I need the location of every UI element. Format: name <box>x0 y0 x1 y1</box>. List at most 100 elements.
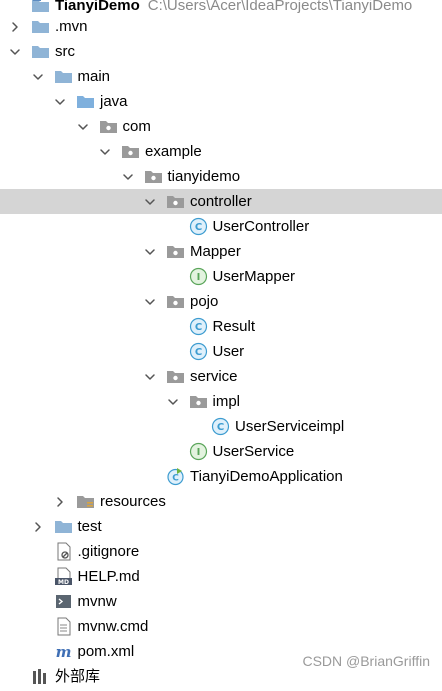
chevron-right-icon[interactable] <box>54 495 66 507</box>
tree-item-label: UserController <box>212 218 310 235</box>
tree-item-label: .gitignore <box>77 543 140 560</box>
tree-item-userserviceimpl[interactable]: C UserServiceimpl <box>0 414 442 439</box>
tree-item-label: mvnw <box>77 593 117 610</box>
chevron-down-icon[interactable] <box>144 195 156 207</box>
package-icon <box>166 242 185 261</box>
module-folder-icon <box>31 0 50 15</box>
chevron-down-icon[interactable] <box>54 95 66 107</box>
tree-item-label: test <box>77 518 102 535</box>
folder-icon <box>31 17 50 36</box>
chevron-down-icon[interactable] <box>167 395 179 407</box>
tree-item-label: main <box>77 68 111 85</box>
tree-item-impl[interactable]: impl <box>0 389 442 414</box>
tree-item-label: .mvn <box>55 18 88 35</box>
tree-item-label: 外部库 <box>55 668 101 685</box>
tree-item-label: service <box>190 368 238 385</box>
tree-item-label: UserServiceimpl <box>235 418 345 435</box>
chevron-down-icon[interactable] <box>99 145 111 157</box>
tree-item-label: pom.xml <box>77 643 135 660</box>
tree-item-label: TianyiDemoApplication <box>190 468 343 485</box>
svg-text:MD: MD <box>58 579 69 586</box>
resources-folder-icon <box>76 492 95 511</box>
maven-file-icon: m <box>54 642 73 661</box>
tree-item-mapper[interactable]: Mapper <box>0 239 442 264</box>
tree-item-user[interactable]: C User <box>0 339 442 364</box>
interface-icon: I <box>189 267 208 286</box>
markdown-file-icon: MD <box>54 567 73 586</box>
tree-item-label: impl <box>212 393 241 410</box>
tree-item-userservice[interactable]: I UserService <box>0 439 442 464</box>
tree-item-src[interactable]: src <box>0 39 442 64</box>
folder-icon <box>31 42 50 61</box>
tree-item-resources[interactable]: resources <box>0 489 442 514</box>
source-folder-icon <box>76 92 95 111</box>
chevron-down-icon[interactable] <box>144 295 156 307</box>
tree-item-mvn[interactable]: .mvn <box>0 14 442 39</box>
tree-item-label: tianyidemo <box>167 168 241 185</box>
package-icon <box>166 292 185 311</box>
class-icon: C <box>211 417 230 436</box>
chevron-down-icon[interactable] <box>122 170 134 182</box>
tree-item-label: mvnw.cmd <box>77 618 149 635</box>
svg-text:C: C <box>194 322 201 333</box>
tree-item-label: Result <box>212 318 256 335</box>
svg-text:C: C <box>217 422 224 433</box>
spring-app-icon: C <box>166 467 185 486</box>
svg-text:I: I <box>196 272 200 283</box>
chevron-down-icon[interactable] <box>144 245 156 257</box>
tree-item-test[interactable]: test <box>0 514 442 539</box>
tree-item-label: UserService <box>212 443 295 460</box>
tree-item-application[interactable]: C TianyiDemoApplication <box>0 464 442 489</box>
tree-item-label: Mapper <box>190 243 241 260</box>
tree-item-usermapper[interactable]: I UserMapper <box>0 264 442 289</box>
tree-item-java[interactable]: java <box>0 89 442 114</box>
package-icon <box>166 192 185 211</box>
svg-text:m: m <box>55 643 71 661</box>
tree-item-label: User <box>212 343 245 360</box>
tree-item-help[interactable]: MD HELP.md <box>0 564 442 589</box>
watermark: CSDN @BrianGriffin <box>302 653 430 669</box>
tree-item-controller[interactable]: controller <box>0 189 442 214</box>
tree-item-label: resources <box>100 493 166 510</box>
ignore-file-icon <box>54 542 73 561</box>
svg-text:C: C <box>172 474 179 484</box>
tree-item-mvnw-cmd[interactable]: mvnw.cmd <box>0 614 442 639</box>
tree-item-gitignore[interactable]: .gitignore <box>0 539 442 564</box>
chevron-down-icon[interactable] <box>77 120 89 132</box>
tree-item-label: pojo <box>190 293 219 310</box>
tree-item-label: example <box>145 143 202 160</box>
tree-item-label: HELP.md <box>77 568 140 585</box>
chevron-down-icon[interactable] <box>32 70 44 82</box>
package-icon <box>166 367 185 386</box>
chevron-right-icon[interactable] <box>9 20 21 32</box>
svg-text:C: C <box>194 347 201 358</box>
package-icon <box>144 167 163 186</box>
tree-item-com[interactable]: com <box>0 114 442 139</box>
tree-item-main[interactable]: main <box>0 64 442 89</box>
chevron-right-icon[interactable] <box>32 520 44 532</box>
package-icon <box>99 117 118 136</box>
tree-item-label: java <box>100 93 128 110</box>
chevron-down-icon[interactable] <box>9 45 21 57</box>
tree-item-label: src <box>55 43 75 60</box>
svg-text:I: I <box>196 447 200 458</box>
tree-item-label: UserMapper <box>212 268 296 285</box>
folder-icon <box>54 517 73 536</box>
chevron-down-icon[interactable] <box>144 370 156 382</box>
libraries-icon <box>31 667 50 686</box>
tree-item-example[interactable]: example <box>0 139 442 164</box>
tree-item-pom[interactable]: m pom.xml <box>0 639 442 664</box>
tree-item-usercontroller[interactable]: C UserController <box>0 214 442 239</box>
tree-item-tianyidemo[interactable]: tianyidemo <box>0 164 442 189</box>
tree-item-mvnw[interactable]: mvnw <box>0 589 442 614</box>
package-icon <box>121 142 140 161</box>
class-icon: C <box>189 217 208 236</box>
svg-text:C: C <box>194 222 201 233</box>
tree-item-result[interactable]: C Result <box>0 314 442 339</box>
project-path: C:\Users\Acer\IdeaProjects\TianyiDemo <box>147 0 413 14</box>
shell-file-icon <box>54 592 73 611</box>
tree-item-pojo[interactable]: pojo <box>0 289 442 314</box>
tree-item-service[interactable]: service <box>0 364 442 389</box>
